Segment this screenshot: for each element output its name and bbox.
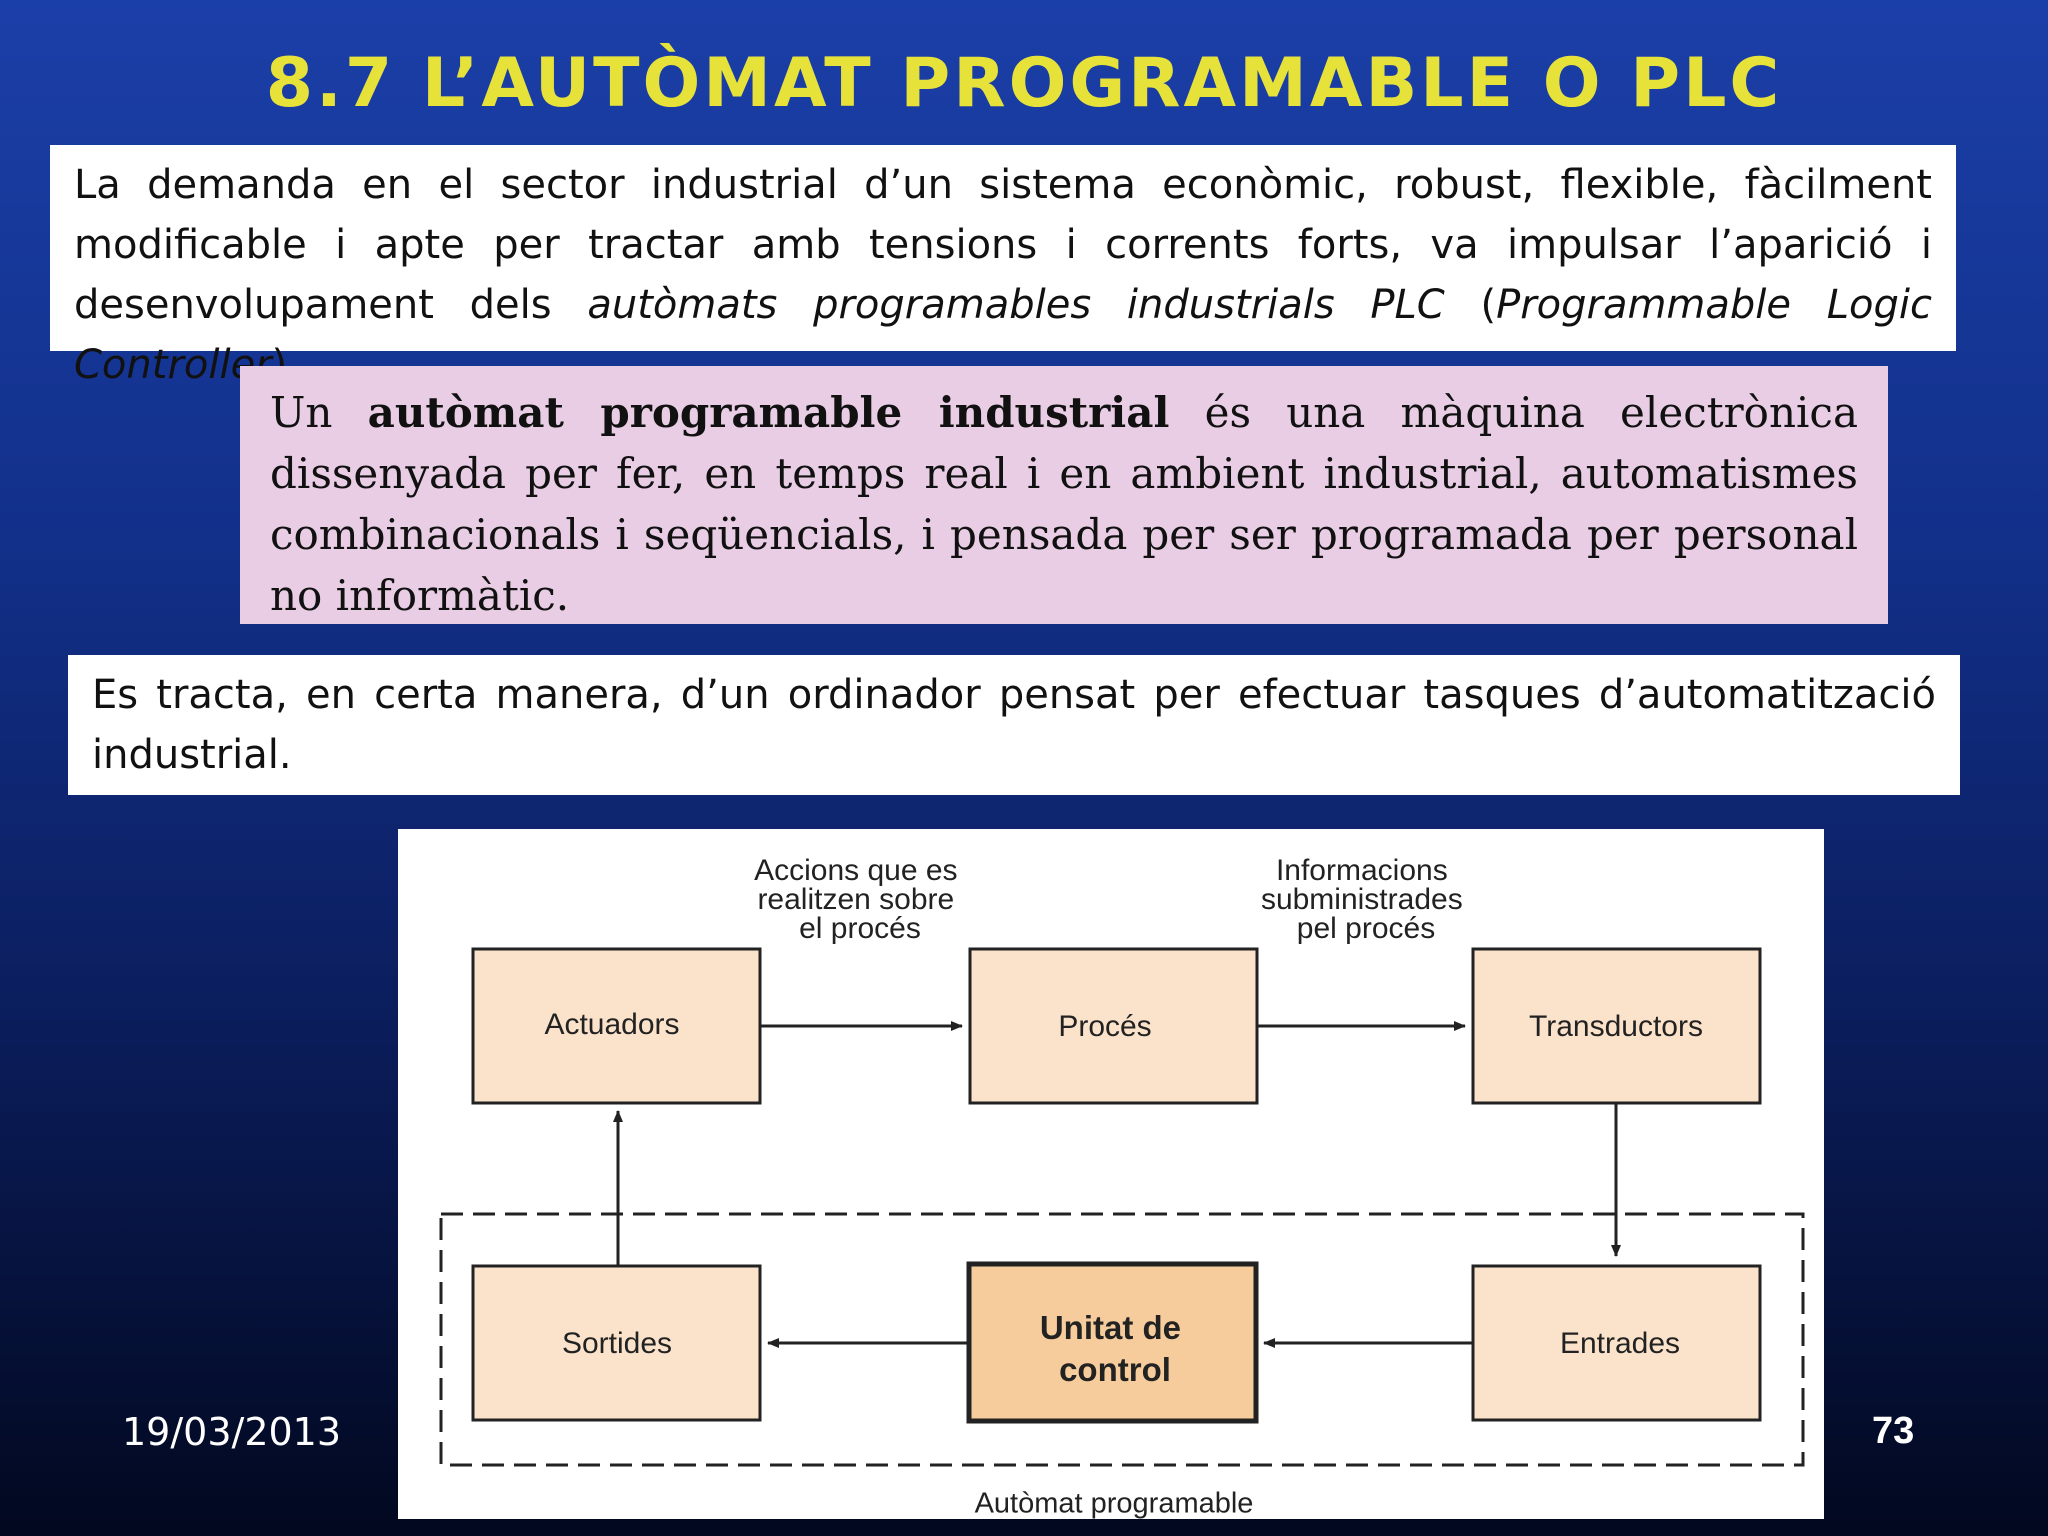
intro-paragraph: La demanda en el sector industrial d’un …	[50, 145, 1956, 388]
info-caption-line2: subministrades	[1261, 883, 1463, 916]
control-unit-line2: control	[1059, 1351, 1171, 1388]
transductors-block	[1471, 947, 1762, 1105]
proces-label: Procés	[1058, 1010, 1151, 1043]
definition-text-start: Un	[270, 388, 368, 437]
transductors-label: Transductors	[1529, 1010, 1703, 1043]
slide-date: 19/03/2013	[122, 1410, 342, 1454]
summary-paragraph: Es tracta, en certa manera, d’un ordinad…	[68, 655, 1960, 795]
sortides-label: Sortides	[562, 1327, 672, 1360]
definition-box: Un autòmat programable industrial és una…	[240, 366, 1888, 624]
plc-group-label: Autòmat programable	[975, 1488, 1254, 1519]
info-caption-line1: Informacions	[1276, 854, 1448, 887]
entrades-label: Entrades	[1560, 1327, 1680, 1360]
intro-text: La demanda en el sector industrial d’un …	[74, 162, 1932, 328]
plc-group-border	[439, 1212, 1805, 1467]
sortides-block	[471, 1264, 762, 1422]
actions-caption: Accions que es realitzen sobre el procés	[754, 854, 966, 945]
info-caption-line3: pel procés	[1297, 912, 1435, 945]
intro-italic-term: autòmats programables industrials PLC	[587, 282, 1445, 328]
slide-page-number: 73	[1872, 1410, 1915, 1452]
control-unit-line1: Unitat de	[1040, 1309, 1181, 1346]
proces-block	[968, 947, 1259, 1105]
intro-text-mid: (	[1444, 282, 1497, 328]
slide-title: 8.7 L’AUTÒMAT PROGRAMABLE O PLC	[265, 44, 1783, 123]
definition-bold-term: autòmat programable industrial	[367, 388, 1170, 437]
actions-caption-line1: Accions que es	[754, 854, 957, 887]
actions-caption-line3: el procés	[799, 912, 921, 945]
actions-caption-line2: realitzen sobre	[757, 883, 954, 916]
intro-italic-english: Programmable Logic Controller	[74, 282, 1933, 388]
definition-text: és una màquina electrònica dissenyada pe…	[270, 388, 1858, 620]
actuadors-label: Actuadors	[544, 1008, 679, 1041]
summary-text: Es tracta, en certa manera, d’un ordinad…	[92, 672, 1936, 778]
control-unit-block	[966, 1261, 1259, 1424]
control-unit-label: Unitat de control	[1040, 1309, 1190, 1388]
plc-block-diagram: Accions que es realitzen sobre el procés…	[398, 829, 1824, 1519]
info-caption: Informacions subministrades pel procés	[1261, 854, 1471, 945]
